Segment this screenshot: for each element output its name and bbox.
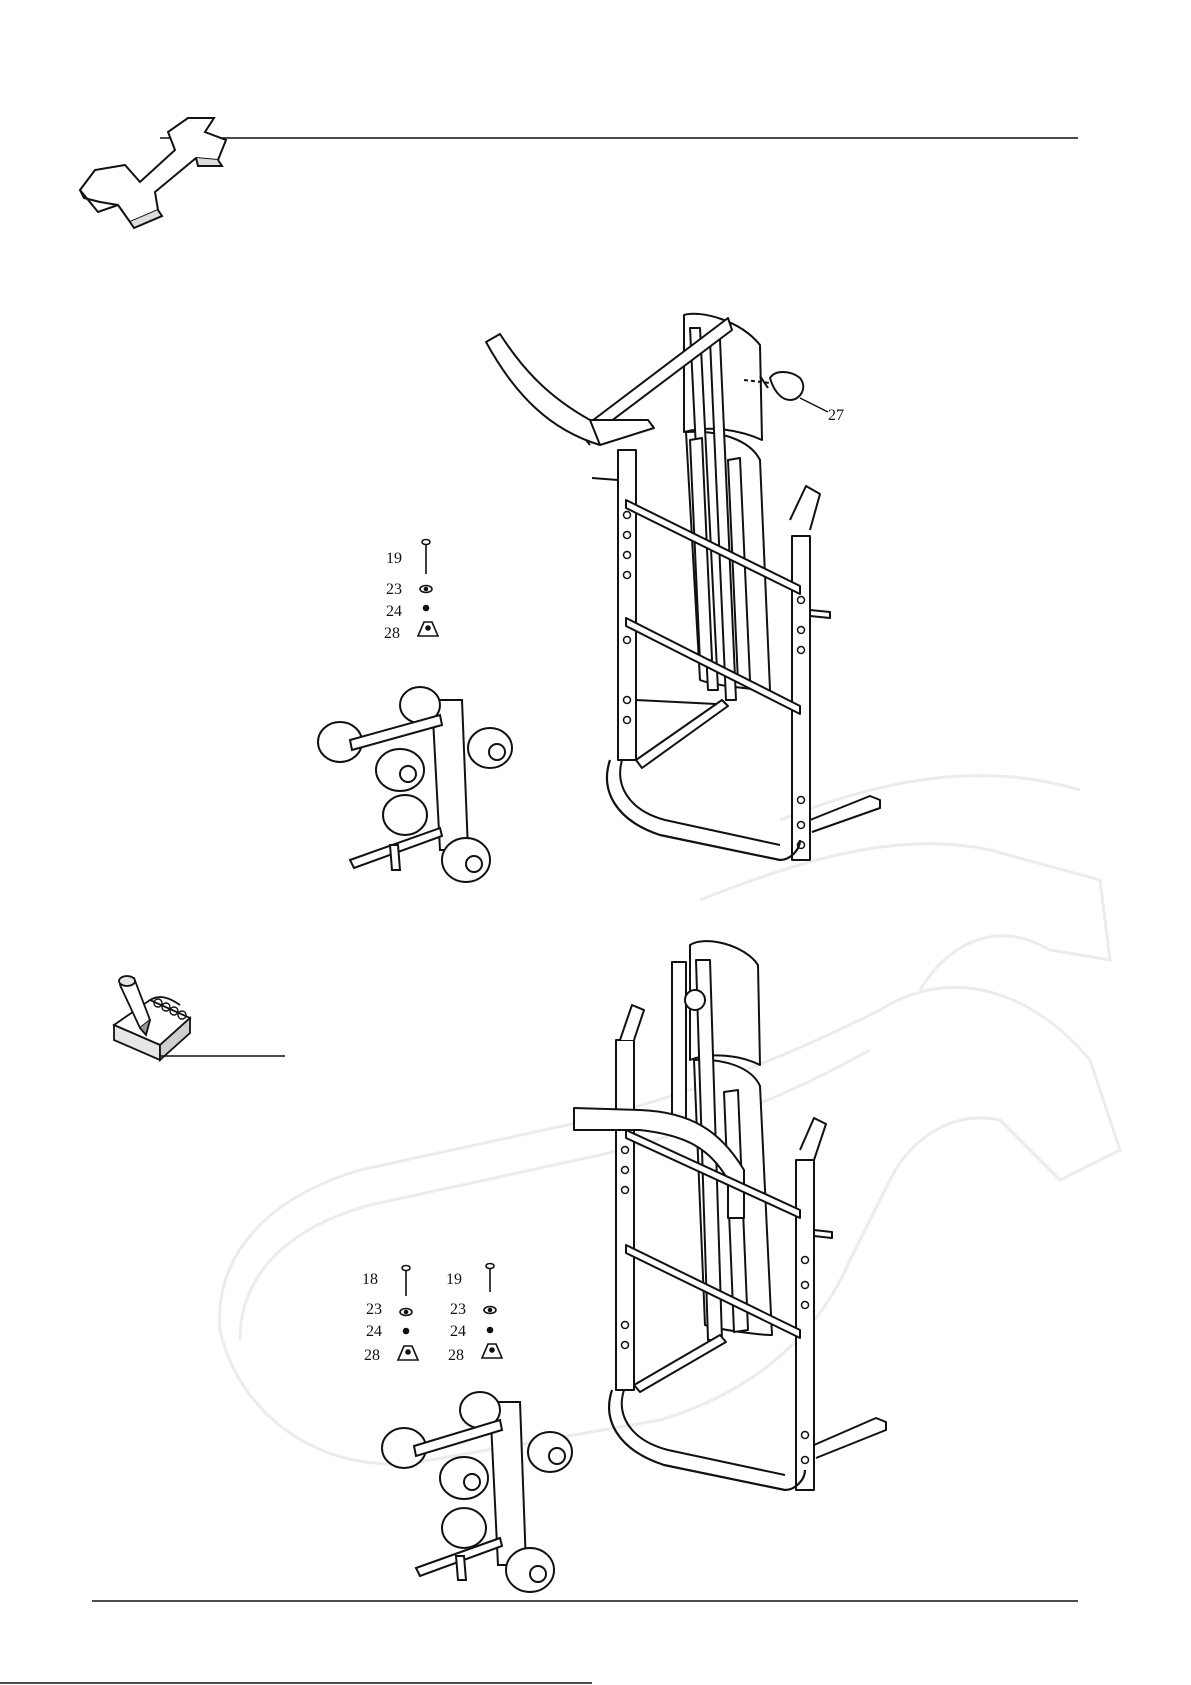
hw-label: 24	[386, 603, 402, 620]
hw-label: 28	[364, 1347, 380, 1364]
knob-icon	[418, 622, 438, 636]
notepad-pencil-icon	[114, 976, 285, 1060]
hw-label: 23	[450, 1301, 466, 1318]
hw-label: 19	[446, 1271, 462, 1288]
washer-icon	[420, 586, 432, 593]
hw-label: 19	[386, 550, 402, 567]
step1-callout-27: 27	[828, 407, 844, 424]
nut-icon	[488, 1328, 493, 1333]
washer-icon	[484, 1307, 496, 1314]
bolt-icon	[486, 1264, 494, 1293]
step2-bench-drawing	[574, 941, 886, 1490]
knob-icon	[398, 1346, 418, 1360]
nut-icon	[424, 606, 429, 611]
hw-label: 28	[384, 625, 400, 642]
washer-icon	[400, 1309, 412, 1316]
bolt-icon	[402, 1266, 410, 1297]
hw-label: 28	[448, 1347, 464, 1364]
nut-icon	[404, 1329, 409, 1334]
step1-bench-drawing	[486, 314, 880, 860]
hw-label: 18	[362, 1271, 378, 1288]
wrench-icon	[80, 118, 226, 228]
hw-label: 24	[450, 1323, 466, 1340]
step1-hardware-labels: 19 23 24 28	[384, 550, 402, 642]
hw-label: 23	[366, 1301, 382, 1318]
step1-leg-developer-drawing	[318, 687, 512, 882]
step2-leg-developer-drawing	[382, 1392, 572, 1592]
hw-label: 23	[386, 581, 402, 598]
step1-hardware-icons	[418, 540, 438, 637]
bolt-icon	[422, 540, 430, 575]
knob-icon	[482, 1344, 502, 1358]
hw-label: 24	[366, 1323, 382, 1340]
